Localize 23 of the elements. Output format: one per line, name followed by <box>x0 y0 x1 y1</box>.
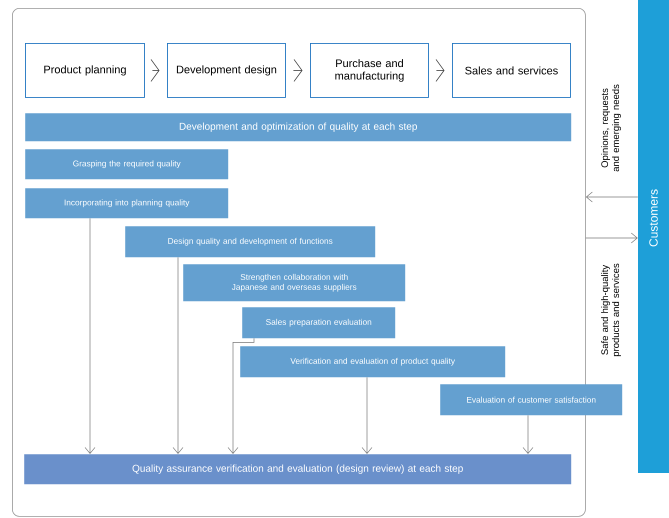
review-bar: Quality assurance verification and evaluation (design review) at each step <box>24 454 572 484</box>
arrow <box>586 192 638 202</box>
step-bar: Incorporating into planning quality <box>25 188 228 218</box>
step-bar: Grasping the required quality <box>25 149 228 180</box>
arrow <box>585 232 638 244</box>
step-bar: Design quality and development of functions <box>125 226 376 258</box>
arrow <box>84 218 96 454</box>
process-bar: Development and optimization of quality at each step <box>25 113 572 142</box>
customers-bar: Customers <box>638 0 669 473</box>
arrow <box>522 415 534 454</box>
arrow <box>362 377 372 454</box>
edge-label: Opinions, requests and emerging needs <box>600 73 622 183</box>
step-bar: Evaluation of customer satisfaction <box>440 384 622 416</box>
step-bar: Verification and evaluation of product quality <box>240 346 506 378</box>
process-box: Product planning <box>25 43 145 98</box>
arrow <box>228 338 254 454</box>
process-box: Purchase and manufacturing <box>310 43 429 98</box>
step-bar: Strengthen collaboration with Japanese and overseas suppliers <box>183 264 406 302</box>
step-bar: Sales preparation evaluation <box>242 307 396 338</box>
arrow <box>172 257 184 454</box>
process-box: Sales and services <box>452 43 571 98</box>
edge-label: Safe and high-quality products and services <box>600 255 622 365</box>
process-box: Development design <box>167 43 286 98</box>
